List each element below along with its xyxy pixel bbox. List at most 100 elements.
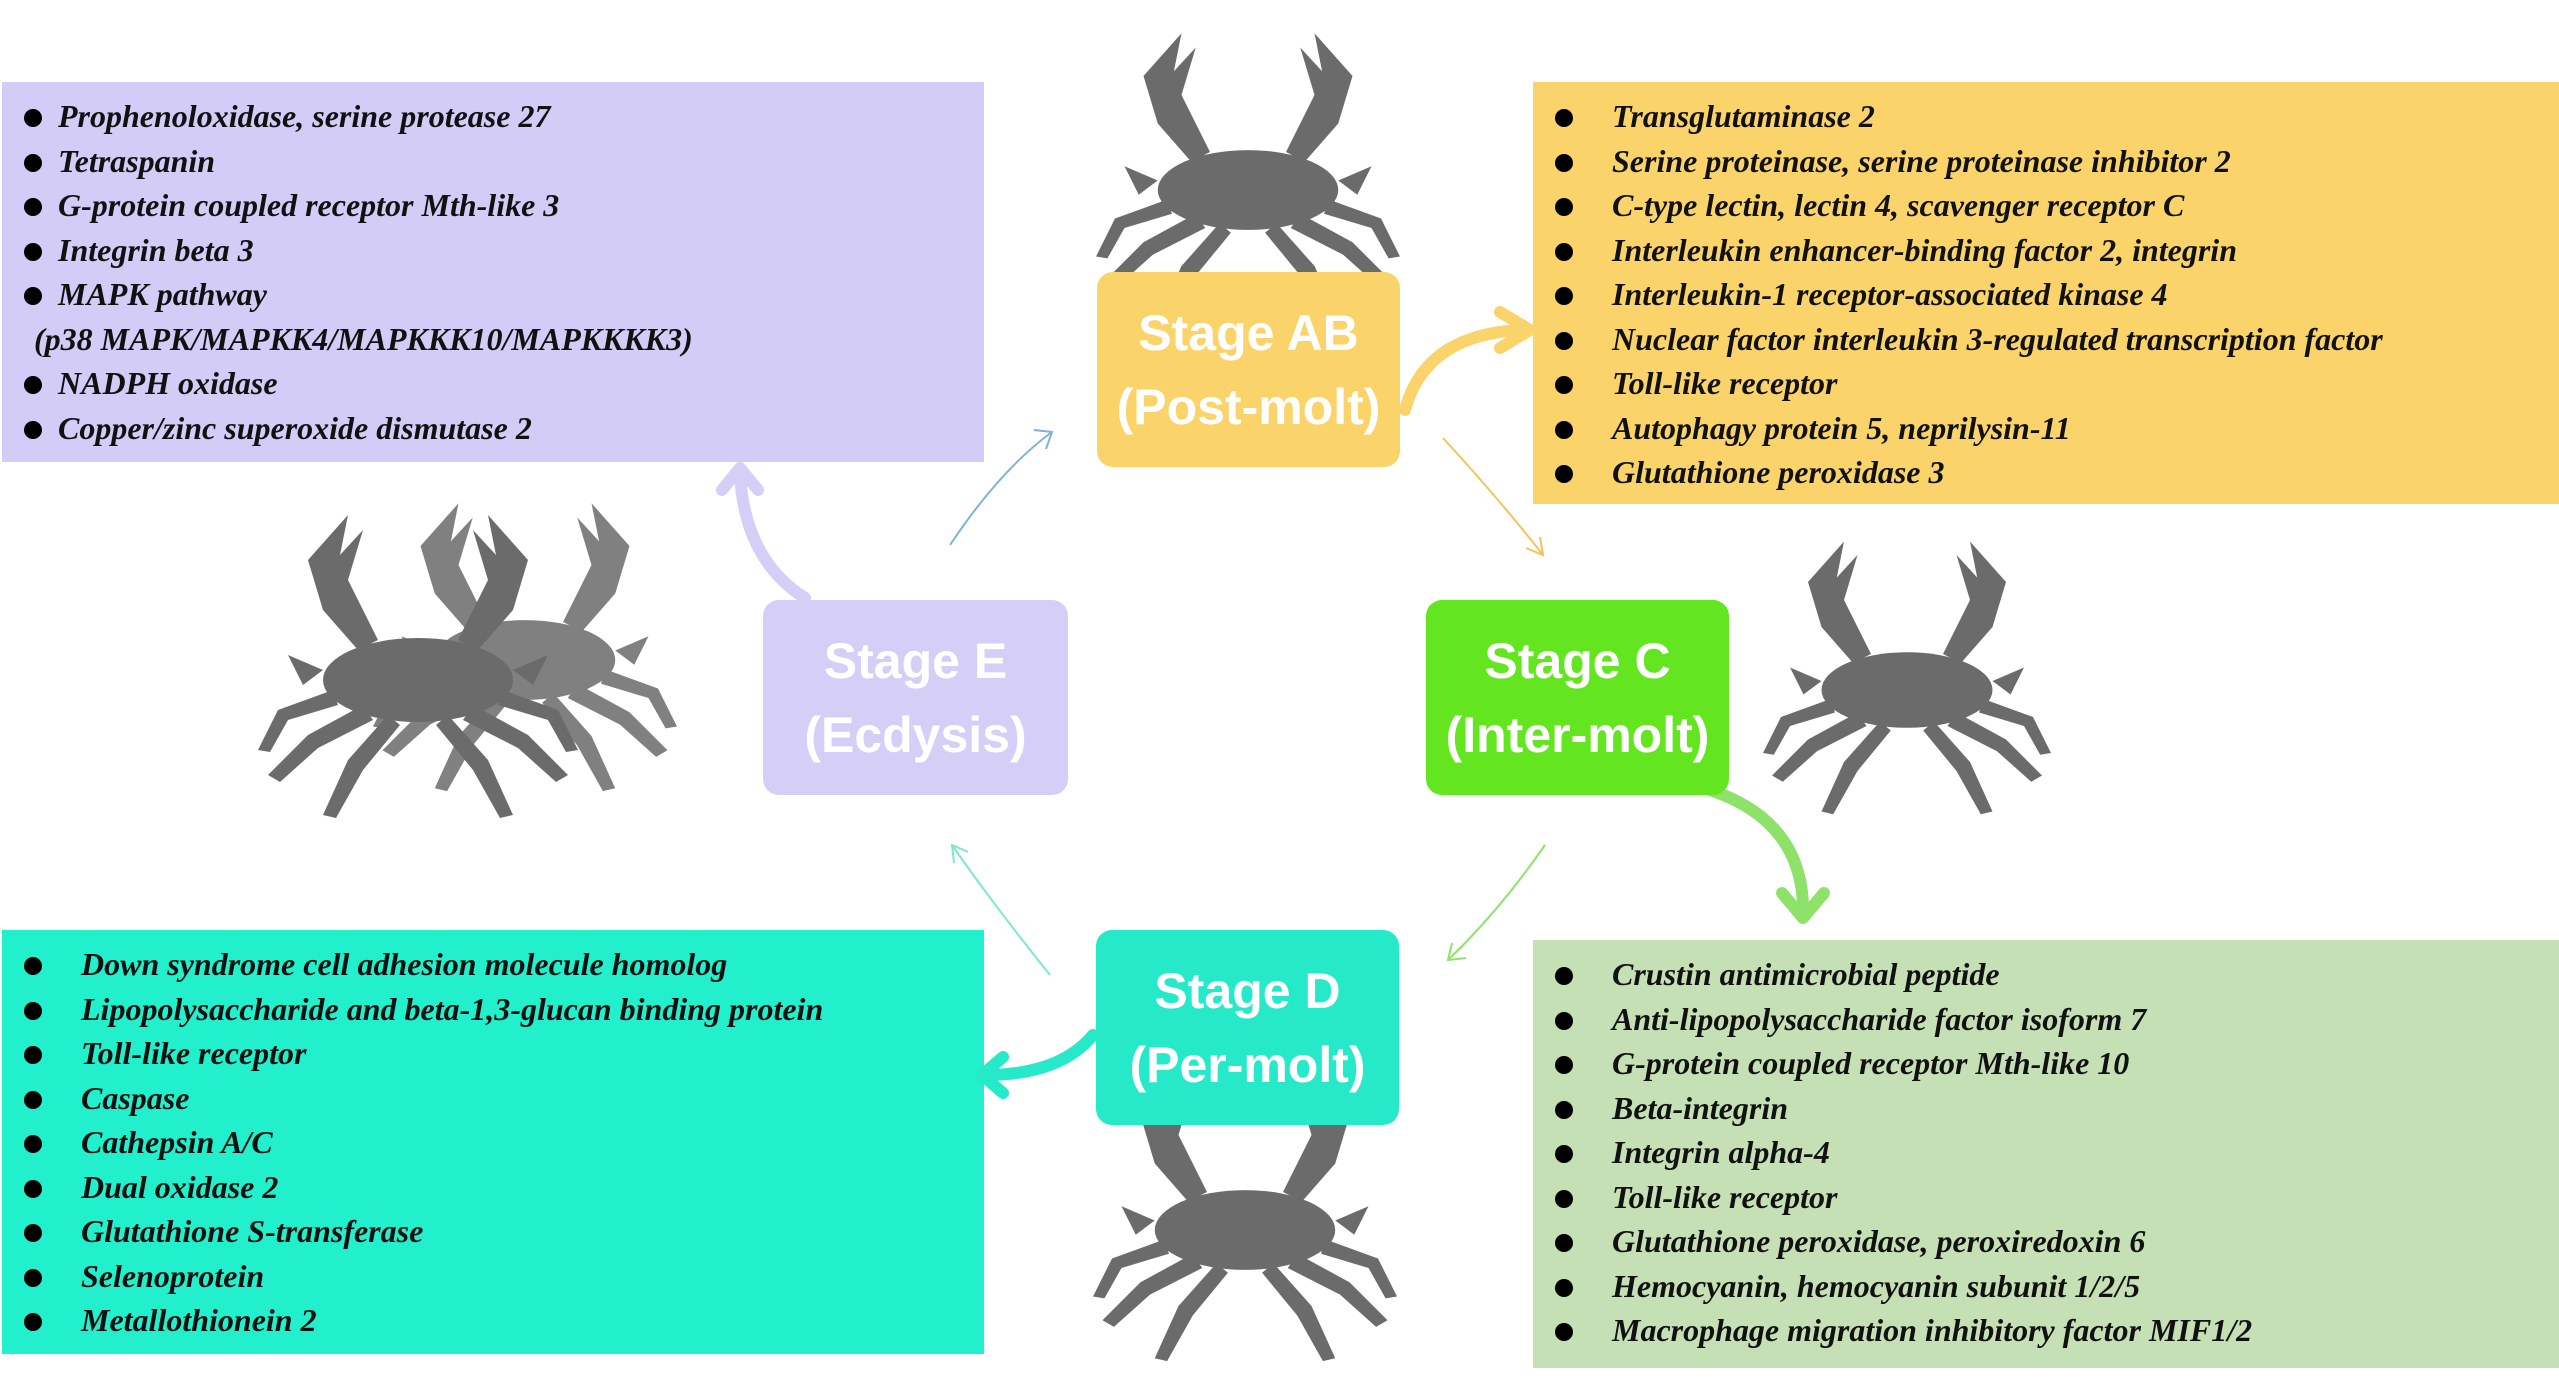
stage-e-gene-list: Prophenoloxidase, serine protease 27 Tetr… — [24, 94, 984, 450]
gene-list-item: Integrin beta 3 — [24, 228, 984, 273]
gene-name: Interleukin-1 receptor-associated kinase… — [1612, 276, 2168, 312]
gene-name: C-type lectin, lectin 4, scavenger recep… — [1612, 187, 2185, 223]
bullet-icon — [1555, 420, 1573, 439]
bullet-icon — [1555, 1234, 1573, 1252]
stage-ab-title: Stage AB — [1138, 304, 1359, 361]
gene-list-item: Glutathione peroxidase 3 — [1555, 450, 2559, 495]
cycle-arrow-d-to-e — [950, 843, 1051, 976]
gene-list-item: Integrin alpha-4 — [1555, 1130, 2559, 1175]
arrow-e-to-panel — [716, 462, 811, 604]
bullet-icon — [1555, 1323, 1573, 1341]
gene-list-item: Prophenoloxidase, serine protease 27 — [24, 94, 984, 139]
gene-list-item: Selenoprotein — [24, 1254, 984, 1299]
gene-list-item: Glutathione peroxidase, peroxiredoxin 6 — [1555, 1219, 2559, 1264]
gene-list-item: C-type lectin, lectin 4, scavenger recep… — [1555, 183, 2559, 228]
stage-c-box: Stage C (Inter-molt) — [1426, 600, 1729, 795]
gene-list-item: Glutathione S-transferase — [24, 1209, 984, 1254]
gene-name: G-protein coupled receptor Mth-like 3 — [58, 187, 560, 223]
gene-list-item: Toll-like receptor — [24, 1031, 984, 1076]
gene-list-item: Caspase — [24, 1076, 984, 1121]
bullet-icon — [24, 198, 42, 216]
gene-name: Metallothionein 2 — [81, 1302, 317, 1338]
bullet-icon — [24, 1313, 42, 1331]
gene-list-item: Transglutaminase 2 — [1555, 94, 2559, 139]
stage-ab-box: Stage AB (Post-molt) — [1097, 272, 1400, 467]
gene-list-item: Macrophage migration inhibitory factor M… — [1555, 1308, 2559, 1353]
gene-name: Autophagy protein 5, neprilysin-11 — [1612, 409, 2071, 446]
stage-d-gene-list: Down syndrome cell adhesion molecule hom… — [24, 942, 984, 1343]
bullet-icon — [1555, 242, 1573, 261]
bullet-icon — [24, 1135, 42, 1153]
gene-list-item: G-protein coupled receptor Mth-like 10 — [1555, 1041, 2559, 1086]
gene-name: Integrin alpha-4 — [1612, 1134, 1830, 1170]
bullet-icon — [1555, 465, 1573, 483]
gene-name: Crustin antimicrobial peptide — [1612, 956, 2000, 992]
bullet-icon — [24, 1268, 42, 1287]
bullet-icon — [24, 1001, 42, 1020]
gene-list-item: Hemocyanin, hemocyanin subunit 1/2/5 — [1555, 1264, 2559, 1309]
stage-d-title: Stage D — [1154, 962, 1341, 1019]
gene-list-item: Interleukin-1 receptor-associated kinase… — [1555, 272, 2559, 317]
bullet-icon — [1555, 1011, 1573, 1030]
gene-name: Toll-like receptor — [81, 1035, 307, 1071]
gene-list-item: Toll-like receptor — [1555, 1175, 2559, 1220]
bullet-icon — [1555, 967, 1573, 985]
gene-name: Hemocyanin, hemocyanin subunit 1/2/5 — [1612, 1267, 2141, 1304]
gene-name: Anti-lipopolysaccharide factor isoform 7 — [1612, 1000, 2147, 1037]
gene-list-item: Toll-like receptor — [1555, 361, 2559, 406]
bullet-icon — [24, 957, 42, 975]
gene-name: Integrin beta 3 — [58, 231, 254, 268]
gene-list-item: Nuclear factor interleukin 3-regulated t… — [1555, 317, 2559, 362]
bullet-icon — [1555, 1278, 1573, 1297]
gene-name: Glutathione S-transferase — [81, 1213, 424, 1249]
gene-list-item: Down syndrome cell adhesion molecule hom… — [24, 942, 984, 987]
stage-d-box: Stage D (Per-molt) — [1096, 930, 1399, 1125]
gene-name: Toll-like receptor — [1612, 1178, 1838, 1215]
gene-list-item: Interleukin enhancer-binding factor 2, i… — [1555, 228, 2559, 273]
gene-name: Cathepsin A/C — [81, 1124, 273, 1160]
gene-name: Glutathione peroxidase, peroxiredoxin 6 — [1612, 1223, 2146, 1259]
gene-name: Prophenoloxidase, serine protease 27 — [58, 98, 551, 134]
arrow-ab-to-panel — [1399, 306, 1536, 416]
gene-name: Tetraspanin — [58, 142, 216, 179]
gene-name: (p38 MAPK/MAPKK4/MAPKKK10/MAPKKKK3) — [34, 320, 693, 357]
stage-ab-subtitle: (Post-molt) — [1116, 378, 1381, 435]
gene-list-item: Serine proteinase, serine proteinase inh… — [1555, 139, 2559, 184]
gene-name: Down syndrome cell adhesion molecule hom… — [81, 946, 728, 982]
gene-name: Glutathione peroxidase 3 — [1612, 454, 1945, 490]
stage-d-gene-panel: Down syndrome cell adhesion molecule hom… — [2, 930, 984, 1354]
bullet-icon — [24, 287, 42, 305]
bullet-icon — [24, 1046, 42, 1064]
bullet-icon — [1555, 198, 1573, 216]
gene-list-item: Anti-lipopolysaccharide factor isoform 7 — [1555, 997, 2559, 1042]
bullet-icon — [1555, 153, 1573, 172]
gene-list-item: Dual oxidase 2 — [24, 1165, 984, 1210]
bullet-icon — [24, 376, 42, 394]
bullet-icon — [1555, 376, 1573, 394]
gene-name: Serine proteinase, serine proteinase inh… — [1612, 142, 2231, 179]
gene-list-item: Crustin antimicrobial peptide — [1555, 952, 2559, 997]
bullet-icon — [1555, 1145, 1573, 1163]
crab-icon — [1763, 541, 2051, 815]
bullet-icon — [1555, 1100, 1573, 1119]
gene-list-item: Autophagy protein 5, neprilysin-11 — [1555, 406, 2559, 451]
bullet-icon — [1555, 1056, 1573, 1074]
gene-list-item: G-protein coupled receptor Mth-like 3 — [24, 183, 984, 228]
stage-e-box: Stage E (Ecdysis) — [763, 600, 1068, 795]
arrow-d-to-panel — [976, 1029, 1099, 1099]
gene-list-item: NADPH oxidase — [24, 361, 984, 406]
bullet-icon — [24, 109, 42, 127]
bullet-icon — [1555, 331, 1573, 350]
gene-name: Caspase — [81, 1079, 190, 1116]
stage-e-subtitle: (Ecdysis) — [804, 706, 1027, 763]
gene-list-item: Cathepsin A/C — [24, 1120, 984, 1165]
gene-list-item: Tetraspanin — [24, 139, 984, 184]
bullet-icon — [24, 1179, 42, 1198]
gene-list-item: Lipopolysaccharide and beta-1,3-glucan b… — [24, 987, 984, 1032]
gene-name: NADPH oxidase — [58, 365, 278, 401]
